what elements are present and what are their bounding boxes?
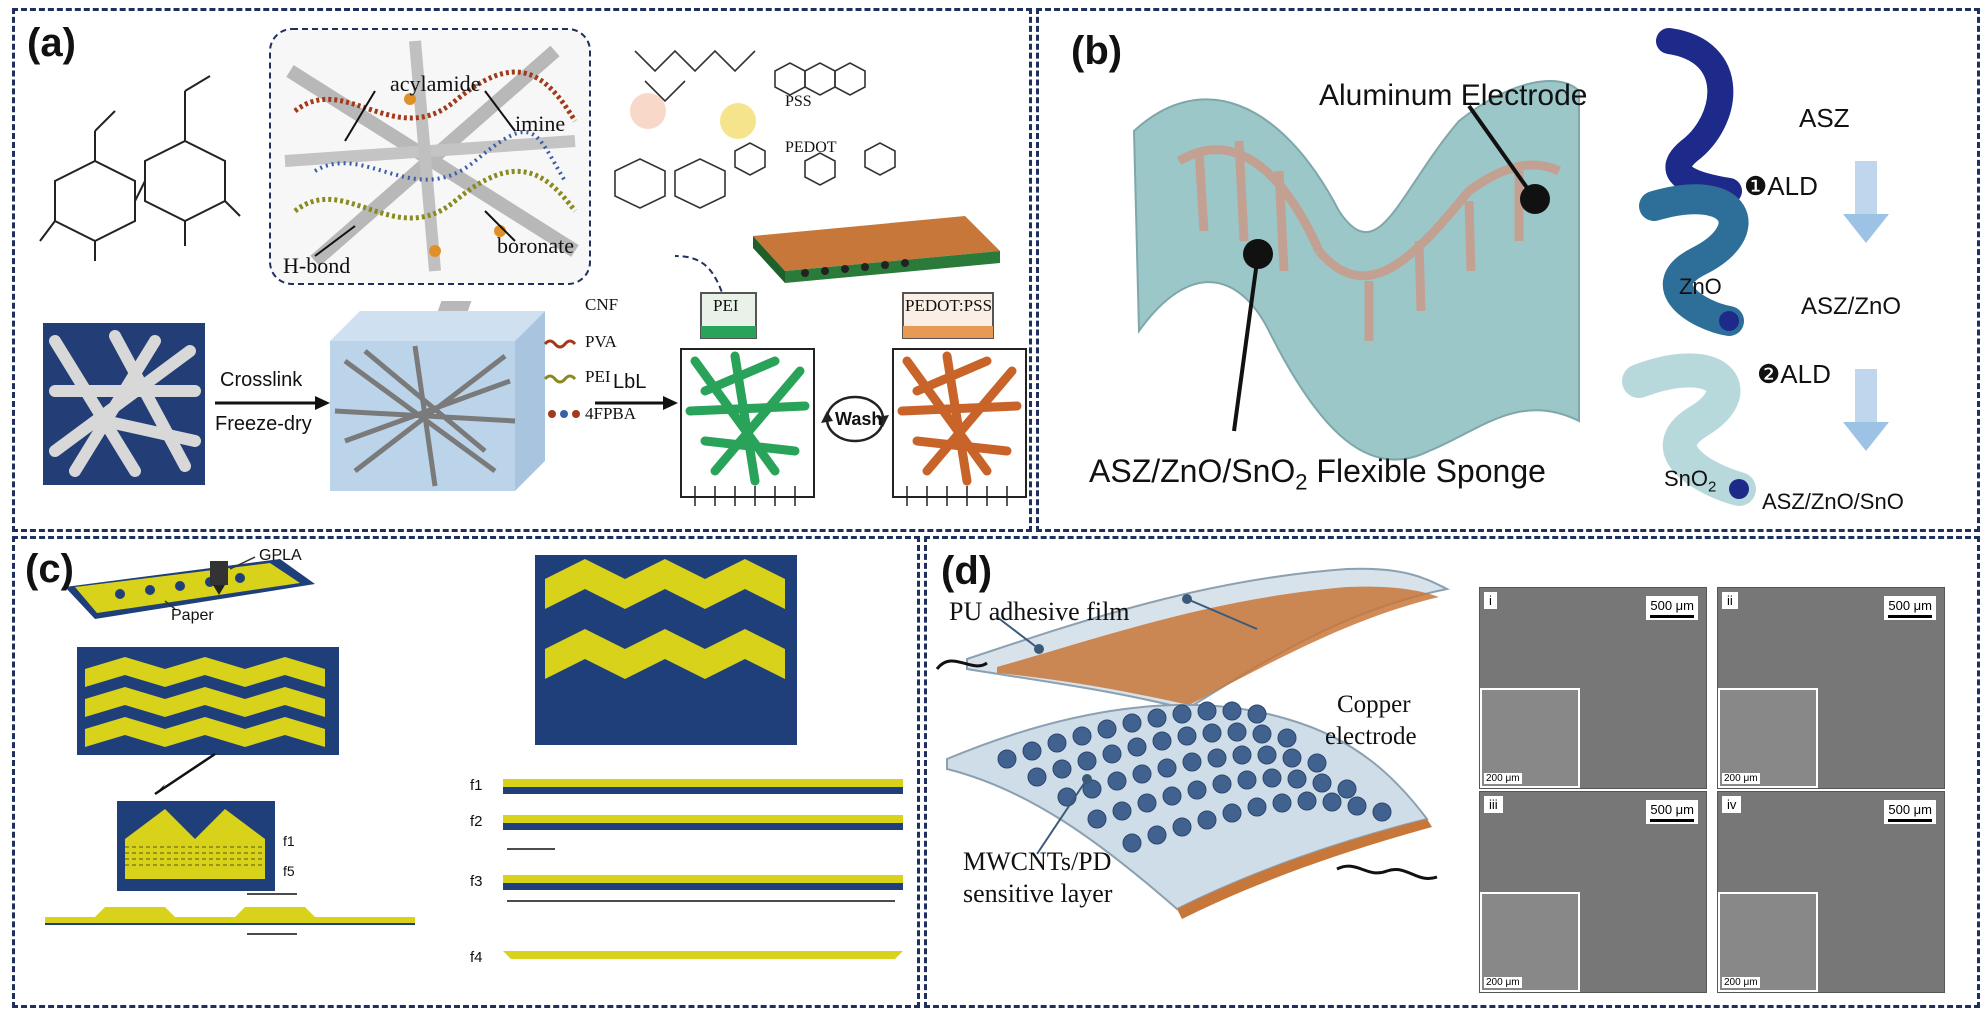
sem-inset-i: 200 μm — [1480, 688, 1580, 788]
strip-f4 — [503, 951, 903, 959]
label-ald-1: ❶ALD — [1744, 171, 1818, 201]
flexible-sponge — [1132, 80, 1580, 461]
step-wash: Wash — [835, 409, 883, 429]
copper-electrode-layer — [997, 586, 1439, 705]
label-copper: Copper — [1337, 691, 1411, 718]
microdome-array — [997, 701, 1392, 853]
label-aluminum-electrode: Aluminum Electrode — [1319, 79, 1588, 112]
legend-pei-icon — [543, 374, 577, 384]
strip-f2 — [503, 815, 903, 830]
down-arrow-2 — [1855, 369, 1877, 424]
pedot-beaker — [902, 292, 994, 339]
sem-scale-ii: 500 μm — [1884, 596, 1936, 620]
print-nozzle — [210, 561, 228, 585]
label-f4: f4 — [470, 949, 483, 966]
pei-coated-aerogel — [680, 348, 815, 506]
asz-zno-sno-fiber — [1622, 353, 1756, 506]
legend-4fpba: 4FPBA — [585, 404, 637, 423]
panel-c-graphics — [45, 555, 903, 959]
legend-cnf-icon — [437, 301, 472, 311]
strip-f1 — [503, 779, 903, 794]
panel-a-graphics — [39, 28, 1027, 506]
step-crosslink: Crosslink — [220, 369, 303, 391]
panel-b: (b) Aluminum Electrode ASZ/ZnO/SnO2 Flex… — [1036, 8, 1980, 532]
label-f1: f1 — [470, 777, 483, 794]
asz-fiber — [1656, 28, 1742, 204]
panel-a-label: (a) — [27, 21, 76, 65]
label-pu-adhesive-film: PU adhesive film — [949, 597, 1130, 626]
sem-scale-iv: 500 μm — [1884, 800, 1936, 824]
label-flexible-sponge: ASZ/ZnO/SnO2 Flexible Sponge — [1089, 453, 1546, 495]
pei-beaker — [700, 292, 757, 339]
label-ald-2: ❷ALD — [1757, 359, 1831, 389]
label-paper: Paper — [171, 607, 214, 624]
down-arrow-1 — [1855, 161, 1877, 216]
disaccharide-structure — [39, 75, 241, 261]
label-asz-zno-sno: ASZ/ZnO/SnO — [1762, 489, 1904, 514]
legend-pei: PEI — [585, 367, 611, 386]
sem-tag-i: i — [1484, 592, 1497, 609]
layered-film — [753, 216, 1000, 283]
sem-image-iv: iv 500 μm 200 μm — [1717, 791, 1945, 993]
panel-a: (a) acylamide imine boronate H-bond PSS … — [12, 8, 1032, 532]
sem-inset-iv: 200 μm — [1718, 892, 1818, 992]
wash-cycle-icon — [821, 395, 889, 443]
sem-scale-i: 500 μm — [1646, 596, 1698, 620]
printed-paper-sheet — [65, 559, 315, 619]
label-zno: ZnO — [1679, 274, 1722, 299]
label-pss: PSS — [785, 93, 812, 110]
label-sno2: SnO2 — [1664, 466, 1717, 496]
sem-image-ii: ii 500 μm 200 μm — [1717, 587, 1945, 789]
legend-4fpba-icon — [548, 410, 556, 418]
label-f5-left: f5 — [283, 863, 295, 879]
label-mwcnts-pd: MWCNTs/PD — [963, 847, 1112, 876]
label-electrode: electrode — [1325, 723, 1417, 750]
sem-inset-ii: 200 μm — [1718, 688, 1818, 788]
label-pedot-pss: PEDOT:PSS — [905, 296, 993, 315]
label-imine: imine — [515, 111, 566, 136]
panel-d: (d) PU adhesive film Copper electrode MW… — [924, 536, 1980, 1008]
pei-pss-structures — [614, 49, 896, 209]
sem-image-iii: iii 500 μm 200 μm — [1479, 791, 1707, 993]
panel-b-label: (b) — [1071, 29, 1123, 73]
legend-cnf: CNF — [585, 295, 619, 314]
sem-scale-iii: 500 μm — [1646, 800, 1698, 824]
sem-tag-iii: iii — [1484, 796, 1503, 813]
label-pei: PEI — [713, 296, 739, 315]
label-f1-left: f1 — [283, 833, 295, 849]
label-hbond: H-bond — [283, 253, 351, 278]
legend-pva: PVA — [585, 332, 617, 351]
panel-d-label: (d) — [941, 549, 993, 593]
label-acylamide: acylamide — [390, 71, 481, 96]
sem-tag-ii: ii — [1722, 592, 1738, 609]
step-lbl: LbL — [613, 371, 647, 393]
panel-b-graphics — [1132, 28, 1889, 506]
label-gpla: GPLA — [259, 547, 302, 564]
sem-inset-iii: 200 μm — [1480, 892, 1580, 992]
label-asz: ASZ — [1799, 103, 1850, 133]
asz-zno-fiber — [1639, 184, 1749, 336]
aluminum-electrode-pattern — [1176, 140, 1562, 341]
strip-f3 — [503, 848, 903, 902]
legend-pva-icon — [543, 339, 577, 349]
crosslinked-aerogel — [330, 311, 545, 491]
pedot-coated-aerogel — [892, 348, 1027, 506]
panel-c-label: (c) — [25, 547, 74, 591]
label-pedot: PEDOT — [785, 139, 837, 156]
step-freeze-dry: Freeze-dry — [215, 413, 312, 435]
sem-tag-iv: iv — [1722, 796, 1742, 813]
label-sensitive-layer: sensitive layer — [963, 879, 1113, 908]
panel-c: (c) GPLA Paper f1 f5 f1 f2 f3 f4 — [12, 536, 920, 1008]
cnf-fibers — [49, 330, 201, 477]
label-f3: f3 — [470, 873, 483, 890]
label-boronate: boronate — [497, 233, 574, 258]
sem-image-i: i 500 μm 200 μm — [1479, 587, 1707, 789]
label-asz-zno: ASZ/ZnO — [1801, 293, 1902, 320]
panel-d-graphics — [935, 567, 1451, 919]
label-f2: f2 — [470, 813, 483, 830]
